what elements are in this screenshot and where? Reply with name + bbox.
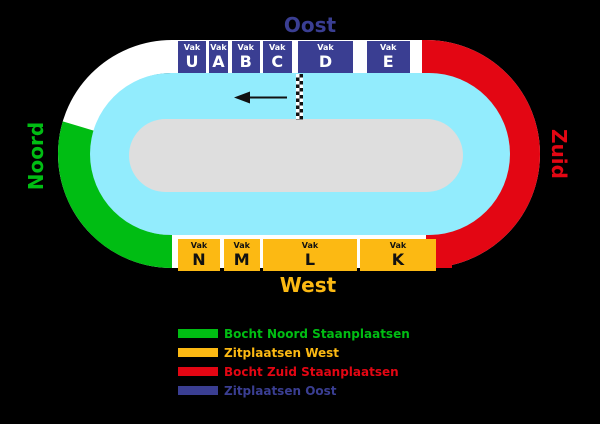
section-code: U <box>185 52 199 71</box>
section-vak-c[interactable]: Vak C <box>263 41 292 73</box>
section-code: E <box>382 52 394 71</box>
compass-label-oost: Oost <box>283 13 337 37</box>
compass-label-zuid: Zuid <box>547 129 571 179</box>
section-vak-d[interactable]: Vak D <box>298 41 353 73</box>
legend-item-zitplaatsen-oost: Zitplaatsen Oost <box>178 381 410 400</box>
direction-arrow-icon <box>234 91 287 104</box>
infield <box>129 119 463 192</box>
legend-item-bocht-zuid: Bocht Zuid Staanplaatsen <box>178 362 410 381</box>
legend-swatch-red-icon <box>178 367 218 376</box>
section-prefix: Vak <box>183 43 201 52</box>
legend-item-bocht-noord: Bocht Noord Staanplaatsen <box>178 324 410 343</box>
legend-swatch-blue-icon <box>178 386 218 395</box>
legend-swatch-green-icon <box>178 329 218 338</box>
section-code: K <box>391 250 405 269</box>
section-prefix: Vak <box>237 43 254 52</box>
finish-line-icon <box>296 74 303 120</box>
legend: Bocht Noord Staanplaatsen Zitplaatsen We… <box>178 324 410 400</box>
section-prefix: Vak <box>380 43 397 52</box>
stand-bocht-zuid[interactable] <box>422 40 540 268</box>
compass-label-west: West <box>279 273 337 297</box>
section-vak-a[interactable]: Vak A <box>209 41 228 73</box>
section-code: L <box>304 250 316 269</box>
section-code: M <box>233 250 250 269</box>
legend-label: Bocht Zuid Staanplaatsen <box>224 364 399 379</box>
section-code: D <box>318 52 333 71</box>
legend-label: Bocht Noord Staanplaatsen <box>224 326 410 341</box>
section-vak-n[interactable]: Vak N <box>178 239 220 271</box>
legend-label: Zitplaatsen Oost <box>224 383 337 398</box>
section-vak-k[interactable]: Vak K <box>360 239 436 271</box>
section-vak-e[interactable]: Vak E <box>366 41 410 73</box>
section-prefix: Vak <box>210 43 227 52</box>
section-prefix: Vak <box>389 241 407 250</box>
section-vak-l[interactable]: Vak L <box>263 239 357 271</box>
legend-swatch-yellow-icon <box>178 348 218 357</box>
section-vak-u[interactable]: Vak U <box>178 41 206 73</box>
section-code: N <box>192 250 206 269</box>
section-prefix: Vak <box>233 241 250 250</box>
section-code: A <box>212 52 225 71</box>
section-prefix: Vak <box>269 43 286 52</box>
section-vak-m[interactable]: Vak M <box>223 239 260 271</box>
compass-label-noord: Noord <box>24 121 48 191</box>
section-prefix: Vak <box>317 43 334 52</box>
legend-label: Zitplaatsen West <box>224 345 340 360</box>
legend-item-zitplaatsen-west: Zitplaatsen West <box>178 343 410 362</box>
section-prefix: Vak <box>301 241 319 250</box>
stand-bocht-noord[interactable] <box>58 121 173 268</box>
section-code: C <box>271 52 284 71</box>
section-vak-b[interactable]: Vak B <box>231 41 260 73</box>
section-code: B <box>239 52 252 71</box>
section-prefix: Vak <box>190 241 208 250</box>
